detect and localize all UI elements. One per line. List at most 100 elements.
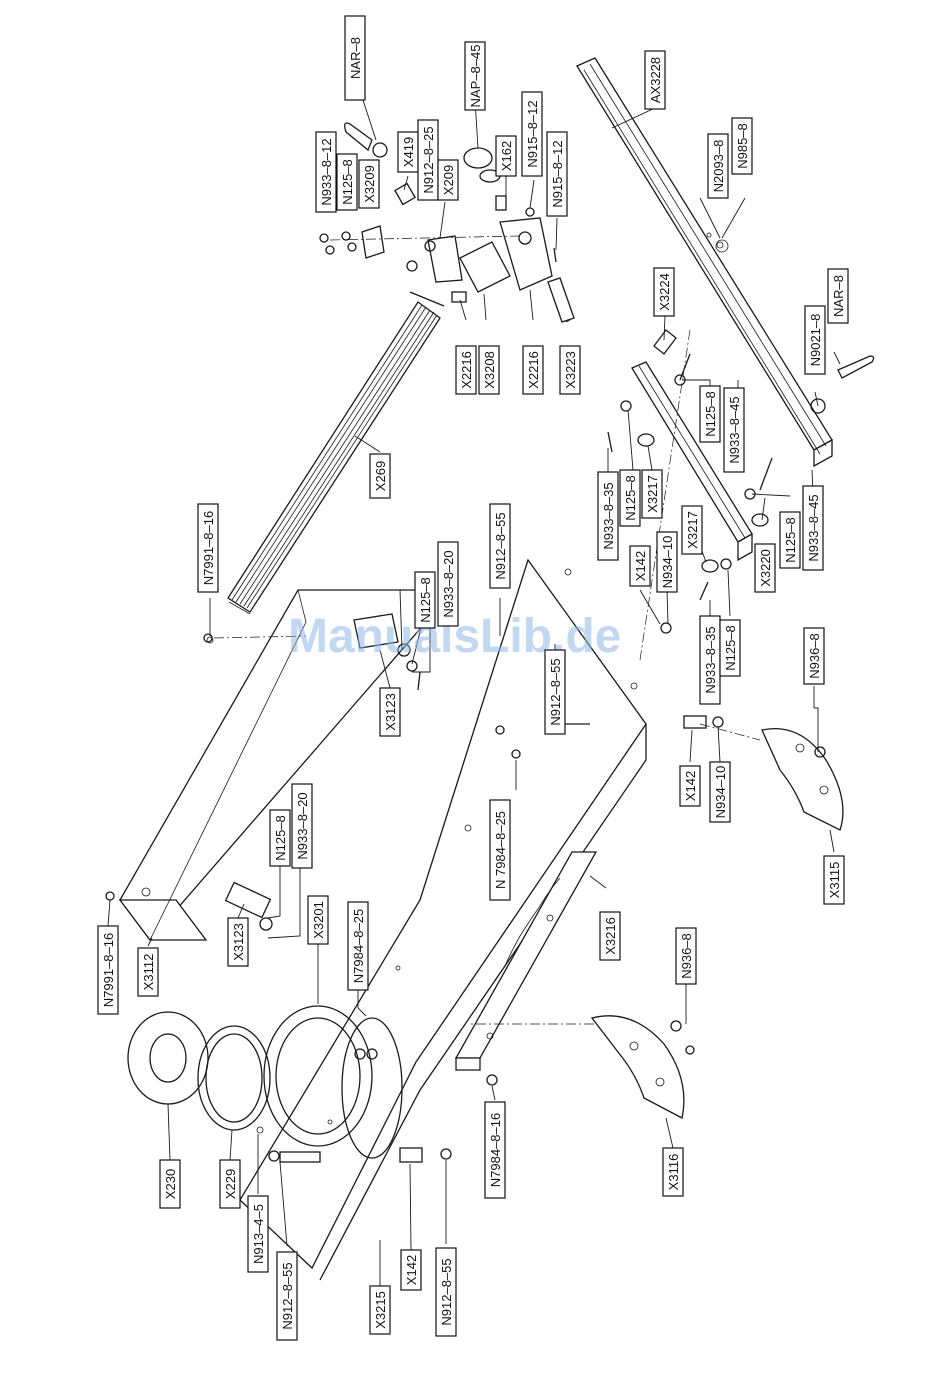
label-text: N 7984–8–25 xyxy=(493,811,508,889)
label-n1258-r4: N125–8 xyxy=(719,619,741,677)
label-n933845-r2: N933–8–45 xyxy=(802,485,824,571)
label-n934810-top: N934–10 xyxy=(656,531,678,593)
label-text: N125–8 xyxy=(273,815,288,861)
label-n91345: N913–4–5 xyxy=(247,1195,269,1273)
label-text: X3216 xyxy=(603,917,618,955)
label-n933812-top: N933–8–12 xyxy=(315,131,337,213)
label-text: X3116 xyxy=(666,1154,681,1191)
label-text: N985–8 xyxy=(735,123,750,169)
bracket-x3115 xyxy=(761,728,844,831)
label-x3123-top: X3123 xyxy=(379,687,401,737)
label-text: X230 xyxy=(163,1169,178,1199)
slotted-rail-x3216 xyxy=(454,851,598,1071)
label-text: N912–8–55 xyxy=(439,1258,454,1325)
label-x2216-b: X2216 xyxy=(522,345,544,395)
label-text: X162 xyxy=(499,141,514,171)
label-text: N933–8–12 xyxy=(319,138,334,205)
label-text: N7991–8–16 xyxy=(201,511,216,585)
label-text: N933–8–45 xyxy=(727,396,742,463)
label-n912855-cut: N912–8–55 xyxy=(544,649,566,735)
label-x230: X230 xyxy=(159,1159,181,1209)
label-x142-top: X142 xyxy=(629,545,651,587)
label-text: X142 xyxy=(404,1255,419,1285)
extrusion-x269 xyxy=(227,301,441,615)
label-n1258-mid: N125–8 xyxy=(414,571,436,629)
label-text: N933–8–45 xyxy=(806,494,821,561)
label-text: X3112 xyxy=(141,954,156,991)
label-text: NAP–8–45 xyxy=(468,45,483,108)
label-text: N912–8–55 xyxy=(548,658,563,725)
label-text: X3208 xyxy=(482,351,497,389)
label-text: X229 xyxy=(223,1169,238,1199)
label-x2216-a: X2216 xyxy=(455,345,477,395)
label-n7984825-mid: N 7984–8–25 xyxy=(489,799,511,901)
label-text: X3217 xyxy=(685,511,700,549)
label-text: N7991–8–16 xyxy=(101,933,116,1007)
label-text: X3209 xyxy=(362,165,377,203)
label-text: X269 xyxy=(373,461,388,491)
label-text: X2216 xyxy=(526,351,541,389)
label-n9368-low: N936–8 xyxy=(675,927,697,985)
label-text: NAR–8 xyxy=(348,37,363,79)
label-x3116: X3116 xyxy=(662,1147,684,1197)
label-text: N125–8 xyxy=(703,391,718,437)
label-n1258-low: N125–8 xyxy=(269,809,291,867)
label-nap845: NAP–8–45 xyxy=(464,41,486,111)
label-n20938: N2093–8 xyxy=(707,133,729,199)
label-text: N933–8–35 xyxy=(601,482,616,549)
label-n912855-low2: N912–8–55 xyxy=(435,1247,457,1337)
crossbar xyxy=(631,361,753,562)
label-text: X3223 xyxy=(563,351,578,389)
label-n90218: N9021–8 xyxy=(804,305,826,375)
label-x3217-b: X3217 xyxy=(681,505,703,555)
bracket-x3116 xyxy=(590,1015,685,1119)
label-n7984825-low: N7984–8–25 xyxy=(347,901,369,991)
label-text: N913–4–5 xyxy=(251,1204,266,1264)
label-x3224: X3224 xyxy=(653,267,675,317)
label-x3220: X3220 xyxy=(754,543,776,593)
label-text: X3220 xyxy=(758,549,773,587)
rail-ax3228 xyxy=(576,57,833,468)
label-n7984816: N7984–8–16 xyxy=(484,1101,506,1199)
label-n912855-low: N912–8–55 xyxy=(276,1251,298,1341)
label-text: N7984–8–16 xyxy=(488,1113,503,1187)
label-text: N2093–8 xyxy=(711,140,726,193)
label-text: X3123 xyxy=(383,693,398,731)
label-text: N915–8–12 xyxy=(550,140,565,207)
label-x3216: X3216 xyxy=(599,911,621,961)
label-x3123-low: X3123 xyxy=(227,917,249,967)
label-n1258-top: N125–8 xyxy=(336,153,358,211)
label-text: N933–8–20 xyxy=(441,550,456,617)
label-ax3228: AX3228 xyxy=(644,50,666,110)
label-text: N934–10 xyxy=(713,766,728,819)
label-n1258-r2: N125–8 xyxy=(619,469,641,527)
label-n7991816-low: N7991–8–16 xyxy=(97,925,119,1015)
label-n933820-low: N933–8–20 xyxy=(291,783,313,869)
label-text: N934–10 xyxy=(660,536,675,589)
label-n933835-a: N933–8–35 xyxy=(597,471,619,561)
label-text: N912–8–55 xyxy=(493,512,508,579)
label-n934810-mid: N934–10 xyxy=(709,761,731,823)
label-n933845-r1: N933–8–45 xyxy=(723,387,745,473)
label-text: N125–8 xyxy=(623,475,638,521)
label-n7991816-top: N7991–8–16 xyxy=(197,503,219,593)
label-x142-mid: X142 xyxy=(679,765,701,807)
label-n912855-mid: N912–8–55 xyxy=(489,503,511,589)
label-text: X419 xyxy=(401,137,416,167)
label-text: X3217 xyxy=(645,475,660,513)
label-text: N936–8 xyxy=(807,633,822,679)
label-x3201: X3201 xyxy=(307,895,329,945)
label-text: X2216 xyxy=(459,351,474,389)
label-x269: X269 xyxy=(369,453,391,499)
label-x3112: X3112 xyxy=(137,947,159,997)
label-text: N933–8–20 xyxy=(295,792,310,859)
label-n933835-b: N933–8–35 xyxy=(699,615,721,705)
label-n915812-b: N915–8–12 xyxy=(546,131,568,217)
label-x3223: X3223 xyxy=(559,345,581,395)
label-x3208: X3208 xyxy=(478,345,500,395)
label-text: N125–8 xyxy=(340,159,355,205)
label-text: N125–8 xyxy=(783,517,798,563)
label-n9368-top: N936–8 xyxy=(803,627,825,685)
label-n1258-r3: N125–8 xyxy=(779,511,801,569)
label-nar8-top: NAR–8 xyxy=(344,15,366,101)
